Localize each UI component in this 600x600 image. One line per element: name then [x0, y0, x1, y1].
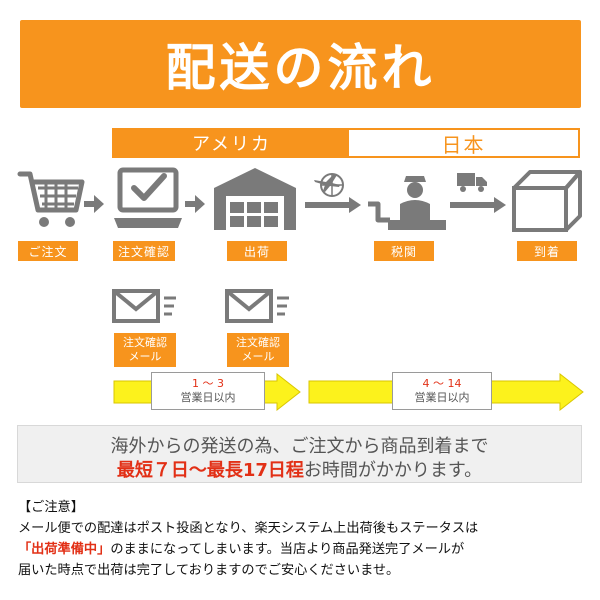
shopping-cart-icon — [17, 171, 85, 227]
caution-line2-rest: のままになってしまいます。当店より商品発送完了メールが — [110, 542, 465, 557]
mail-label: 注文確認 メール — [227, 333, 289, 367]
delivery-time-notice: 海外からの発送の為、ご注文から商品到着まで 最短７日〜最長17日程お時間がかかり… — [17, 425, 582, 483]
step-label-shipping: 出荷 — [227, 241, 287, 261]
country-bar: アメリカ 日本 — [112, 128, 580, 158]
country-destination: 日本 — [441, 132, 486, 157]
notice-highlight: 最短７日〜最長17日程 — [116, 460, 304, 481]
step-label-order-confirm: 注文確認 — [113, 241, 175, 261]
step-label-arrival: 到着 — [517, 241, 577, 261]
mail-label-line1: 注文確認 — [236, 336, 280, 349]
mail-label-line2: メール — [128, 350, 162, 363]
caution-section: 【ご注意】 メール便での配達はポスト投函となり、楽天システム上出荷後もステータス… — [18, 497, 584, 581]
mail-label: 注文確認 メール — [114, 333, 176, 367]
warehouse-icon — [214, 168, 296, 230]
caution-status-highlight: 「出荷準備中」 — [18, 542, 111, 557]
mail-label-line1: 注文確認 — [123, 336, 167, 349]
duration-days: 4 ～ 14 — [422, 377, 462, 390]
duration-unit: 営業日以内 — [414, 391, 470, 404]
page-title: 配送の流れ — [165, 39, 436, 97]
customs-officer-icon — [368, 176, 446, 230]
delivery-truck-icon — [457, 173, 487, 192]
laptop-check-icon — [114, 167, 182, 228]
notice-line2-rest: お時間がかかります。 — [303, 460, 483, 481]
notice-line1: 海外からの発送の為、ご注文から商品到着まで — [110, 436, 489, 457]
flow-arrow-icon — [84, 195, 104, 213]
package-box-icon — [512, 170, 582, 232]
caution-line2: 「出荷準備中」のままになってしまいます。当店より商品発送完了メールが — [18, 539, 584, 560]
airplane-globe-icon — [314, 173, 344, 197]
notice-line2: 最短７日〜最長17日程お時間がかかります。 — [18, 456, 581, 482]
flow-arrow-icon — [450, 197, 506, 213]
step-label-customs: 税関 — [374, 241, 434, 261]
caution-line3: 届いた時点で出荷は完了しておりますのでご安心くださいませ。 — [18, 563, 400, 578]
flow-arrow-icon — [185, 195, 205, 213]
email-icon — [225, 289, 289, 323]
duration-box-america: 1 ～ 3 営業日以内 — [151, 372, 265, 410]
country-origin: アメリカ — [114, 130, 349, 156]
caution-line1: メール便での配達はポスト投函となり、楽天システム上出荷後もステータスは — [18, 521, 479, 536]
email-icon — [112, 289, 176, 323]
caution-heading: 【ご注意】 — [18, 500, 84, 515]
page-title-banner: 配送の流れ — [20, 20, 581, 108]
duration-unit: 営業日以内 — [180, 391, 236, 404]
step-label-order: ご注文 — [18, 241, 78, 261]
mail-label-line2: メール — [241, 350, 275, 363]
duration-box-japan: 4 ～ 14 営業日以内 — [392, 372, 492, 410]
flow-arrow-icon — [305, 197, 361, 213]
duration-days: 1 ～ 3 — [192, 377, 224, 390]
